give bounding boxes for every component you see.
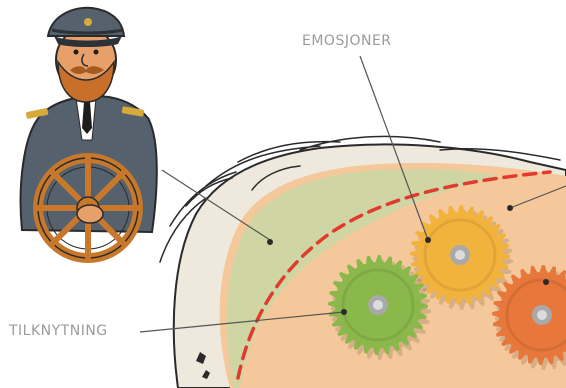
attachment-label: TILKNYTNING xyxy=(9,324,108,338)
gear-hub-center xyxy=(537,310,547,320)
leader-dot-orange-gear xyxy=(543,279,549,285)
gear-hub-center xyxy=(373,300,383,310)
leader-dot-emotions xyxy=(425,237,431,243)
captain-cap-badge xyxy=(84,18,92,26)
captain-hand xyxy=(77,205,103,223)
leader-dot-boundary xyxy=(507,205,513,211)
leader-dot-captain-brain xyxy=(267,239,273,245)
emotions-label: EMOSJONER xyxy=(302,34,392,48)
captain-eye-left xyxy=(74,50,79,55)
leader-dot-attachment xyxy=(341,309,347,315)
gear-hub-center xyxy=(455,250,465,260)
ship-captain-illustration xyxy=(21,8,157,258)
captain-eye-right xyxy=(94,50,99,55)
